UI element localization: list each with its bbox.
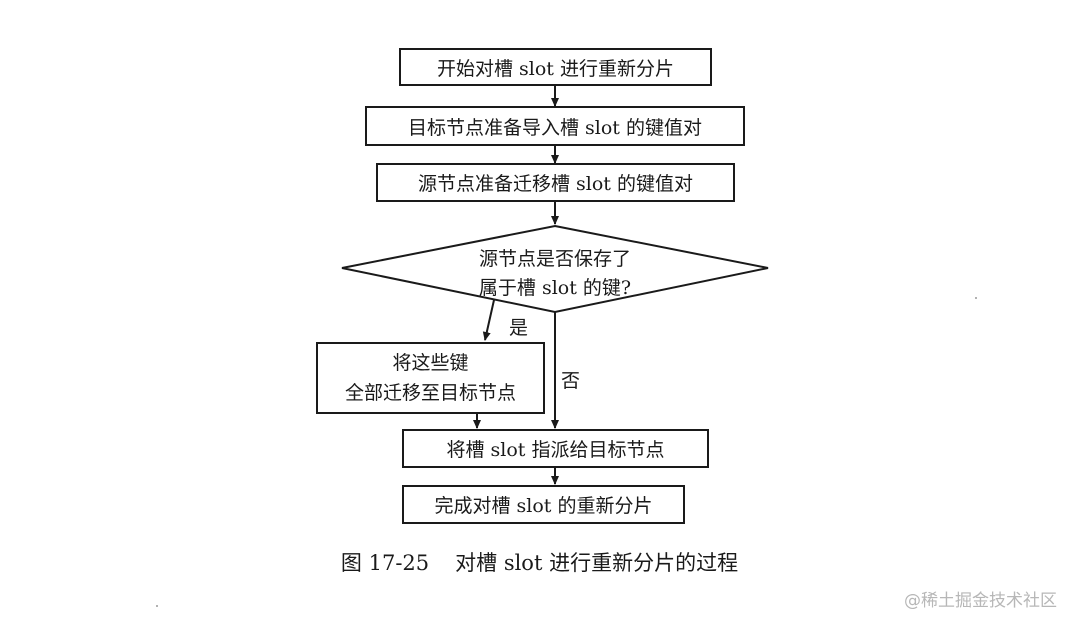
figure-caption: 图 17-25 对槽 slot 进行重新分片的过程 <box>0 547 1079 577</box>
yes-branch-label: 是 <box>509 317 529 339</box>
step-migrate-keys: 将这些键 全部迁移至目标节点 <box>316 342 545 414</box>
decision-line-2: 属于槽 slot 的键? <box>478 277 632 299</box>
step-migrate-keys-line-2: 全部迁移至目标节点 <box>344 382 516 404</box>
step-start-label: 开始对槽 slot 进行重新分片 <box>437 57 674 80</box>
step-source-migrate: 源节点准备迁移槽 slot 的键值对 <box>376 163 735 202</box>
decision-line-1: 源节点是否保存了 <box>478 248 631 270</box>
step-assign-slot-label: 将槽 slot 指派给目标节点 <box>446 439 665 461</box>
step-start: 开始对槽 slot 进行重新分片 <box>399 48 712 86</box>
step-migrate-keys-line-1: 将这些键 <box>392 352 469 374</box>
step-done-label: 完成对槽 slot 的重新分片 <box>434 495 653 517</box>
arrow-decision-yes <box>482 299 495 341</box>
step-source-migrate-label: 源节点准备迁移槽 slot 的键值对 <box>418 173 693 195</box>
figure-number: 图 17-25 <box>340 551 430 575</box>
step-target-import: 目标节点准备导入槽 slot 的键值对 <box>365 106 745 146</box>
decision-text: 源节点是否保存了 属于槽 slot 的键? <box>342 232 768 316</box>
figure-title: 对槽 slot 进行重新分片的过程 <box>455 551 739 575</box>
watermark: @稀土掘金技术社区 <box>904 591 1057 611</box>
scan-speck <box>975 297 977 299</box>
step-assign-slot: 将槽 slot 指派给目标节点 <box>402 429 709 468</box>
step-target-import-label: 目标节点准备导入槽 slot 的键值对 <box>408 116 702 139</box>
step-done: 完成对槽 slot 的重新分片 <box>402 485 685 524</box>
scan-speck <box>156 605 158 607</box>
no-branch-label: 否 <box>561 370 581 392</box>
